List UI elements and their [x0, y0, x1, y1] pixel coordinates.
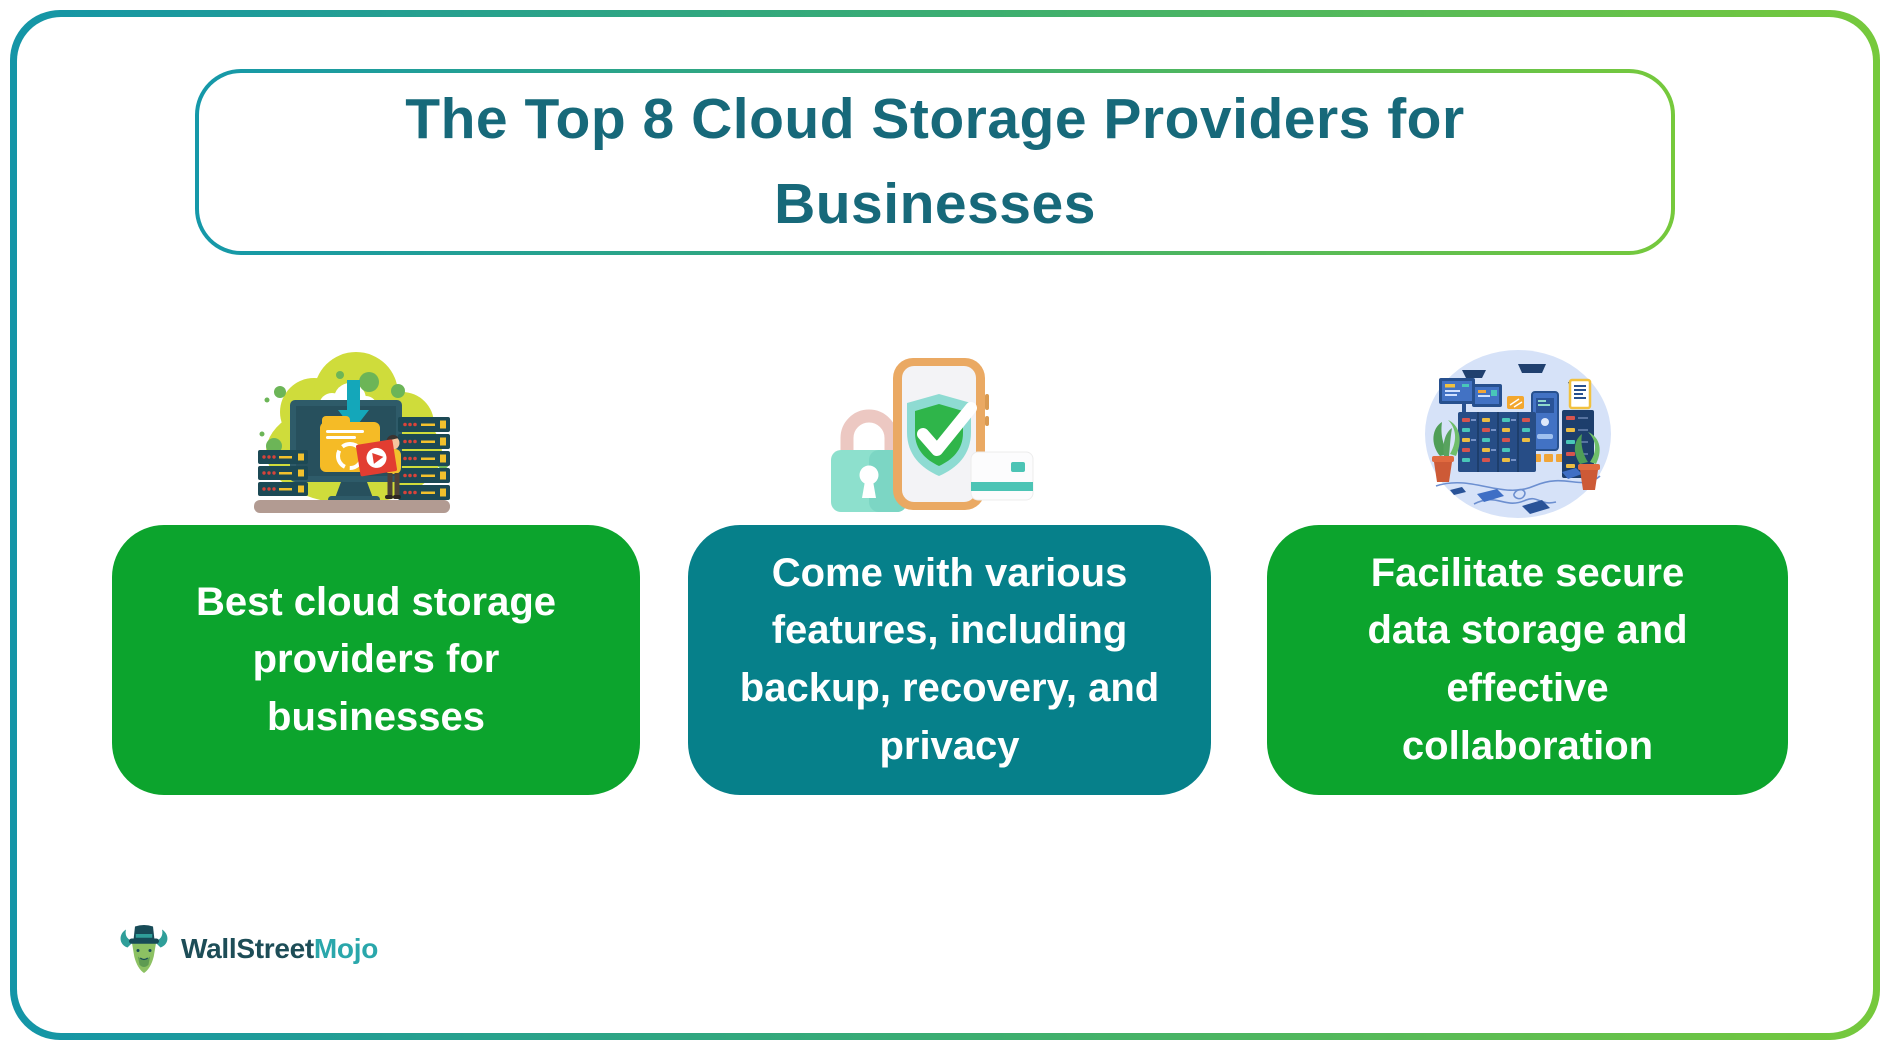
card-secure-storage: Facilitate secure data storage and effec… [1267, 525, 1788, 795]
card-text: Come with various features, including ba… [739, 550, 1160, 768]
title-box: The Top 8 Cloud Storage Providers for Bu… [195, 69, 1675, 255]
yellow-floor-boxes [1532, 454, 1565, 462]
wall-monitors [1439, 378, 1502, 414]
video-play-card-icon [356, 439, 397, 477]
security-lock-shield-phone-illustration [831, 358, 1034, 512]
download-arrow-icon [338, 380, 369, 430]
wall-sign-lines [1509, 398, 1523, 408]
title-box-inner: The Top 8 Cloud Storage Providers for Bu… [199, 73, 1671, 251]
person-with-video-card [356, 434, 401, 499]
logo-text-primary: WallStreet [181, 933, 314, 964]
floor-tiles [1450, 468, 1582, 514]
potted-plant-left [1432, 420, 1460, 482]
page-title: The Top 8 Cloud Storage Providers for Bu… [405, 86, 1465, 237]
logo-text: WallStreetMojo [181, 933, 378, 965]
server-rack-right [398, 417, 450, 500]
bull-mascot-icon [120, 925, 168, 973]
card-text: Best cloud storage providers for busines… [195, 579, 557, 739]
ground-bar [254, 500, 450, 513]
credit-card-icon [970, 451, 1034, 501]
logo-text-accent: Mojo [313, 933, 379, 964]
wall-sign [1507, 396, 1524, 409]
shield-check-icon [907, 394, 977, 476]
server-rack-left [258, 450, 308, 496]
server-room-illustration [1425, 350, 1611, 518]
wallstreetmojo-logo: WallStreetMojo [117, 920, 378, 978]
card-features: Come with various features, including ba… [688, 525, 1211, 795]
server-cabinet-row [1458, 412, 1536, 472]
card-best-cloud-storage: Best cloud storage providers for busines… [112, 525, 640, 795]
potted-plant-right [1574, 432, 1600, 490]
cloud-backup-servers-illustration [254, 352, 450, 513]
card-text: Facilitate secure data storage and effec… [1367, 550, 1688, 768]
wall-poster [1568, 378, 1592, 410]
